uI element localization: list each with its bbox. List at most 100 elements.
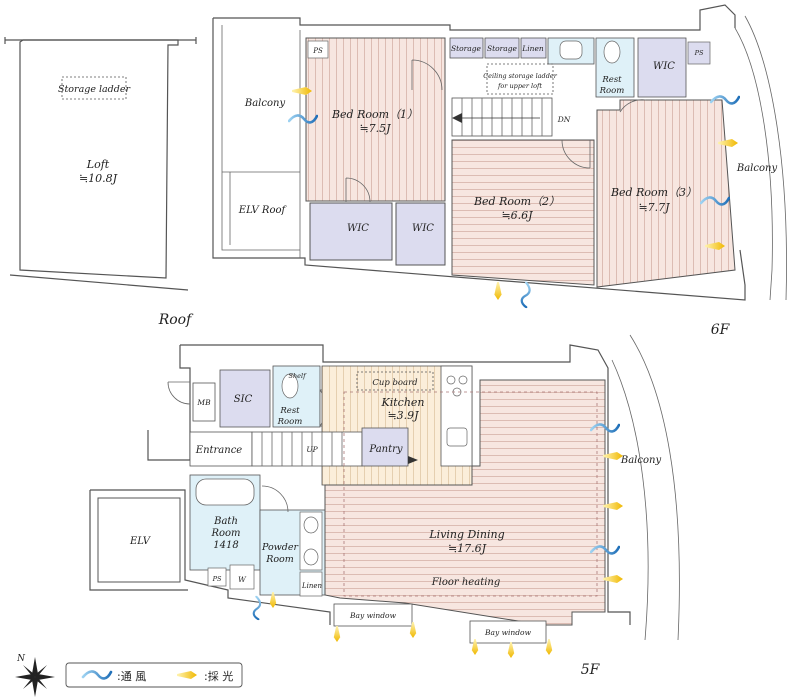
floor-heating-area (343, 391, 598, 597)
fifth-floor-plan: ELV MB SIC Shelf Rest Room R Cup board K… (89, 334, 680, 678)
compass-icon (15, 657, 55, 697)
bedroom2-wind (519, 281, 533, 309)
ps-right-box (687, 41, 711, 65)
bay-window-right-label: Bay window (484, 628, 532, 637)
legend-box (65, 662, 243, 688)
light-arrow (603, 575, 623, 583)
wic-left-label: WIC (347, 223, 369, 234)
rest-room-6f-label2: Room (599, 86, 625, 96)
linen-box (520, 37, 547, 59)
ps-5f-box (207, 567, 227, 587)
w-label: W (238, 575, 247, 584)
ps-right-label: PS (694, 49, 704, 57)
dn-label: DN (557, 115, 571, 124)
bedroom2-size: ≒6.6J (501, 209, 533, 222)
sixth-floor-plan: PS Bed Room（1） ≒7.5J Balcony ELV Roof WI… (212, 4, 787, 338)
rest-room-5f-label2: Room (277, 417, 303, 427)
floor-heating-label: Floor heating (431, 577, 501, 588)
sixth-caption: 6F (711, 322, 731, 338)
ceiling-ladder-label2: for upper loft (497, 82, 542, 90)
powder-label1: Powder (261, 542, 300, 553)
mb-box (192, 382, 216, 422)
light-arrow (603, 502, 623, 510)
fifth-caption: 5F (581, 662, 601, 678)
living-label: Living Dining (428, 528, 504, 541)
up-label: UP (306, 445, 318, 454)
linen-6f-label: Linen (521, 44, 544, 53)
bedroom2-label: Bed Room（2） (473, 195, 560, 208)
cup-board-box (356, 371, 434, 391)
bedroom2-arrows (494, 282, 502, 300)
balcony-5f-label: Balcony (620, 455, 662, 466)
shelf-label: Shelf (289, 372, 308, 380)
ps-5f-label: PS (212, 575, 222, 583)
wic-mid-room (395, 202, 446, 266)
roof-plan: Storage ladder Loft ≒10.8J Roof (4, 37, 197, 328)
pantry-room (361, 427, 409, 467)
elv-roof-label: ELV Roof (238, 205, 288, 216)
bay-window-right (469, 620, 547, 644)
bay-light-left (333, 626, 341, 642)
roof-caption: Roof (158, 312, 194, 328)
loft-label: Loft (86, 158, 110, 171)
storage-b-label: Storage (487, 44, 518, 53)
bath-label1: Bath (213, 516, 238, 527)
wic-left-room (309, 202, 393, 261)
legend: N :通 風 :採 光 (15, 654, 243, 697)
linen-5f-box (299, 571, 323, 597)
daylight-label: :採 光 (204, 669, 233, 683)
balcony-left-6f-label: Balcony (244, 98, 286, 109)
storage-ladder-label: Storage ladder (58, 84, 131, 95)
living-dining-room (324, 379, 606, 626)
mb-label: MB (196, 398, 211, 407)
pantry-label: Pantry (368, 444, 402, 455)
powder-wind (251, 595, 263, 621)
cup-board-label: Cup board (372, 378, 418, 388)
bay-light-right2 (507, 642, 515, 658)
storage-b-box (484, 37, 520, 59)
bedroom1-size: ≒7.5J (359, 122, 391, 135)
loft-room (19, 39, 179, 279)
bedroom2-room (451, 139, 595, 286)
ps-left-label: PS (312, 47, 323, 55)
north-label: N (16, 654, 26, 664)
bath-label2: Room (210, 528, 240, 539)
bedroom3-label: Bed Room（3） (610, 186, 697, 199)
loft-size: ≒10.8J (79, 172, 118, 185)
stair-5f (251, 431, 363, 467)
entrance-label: Entrance (195, 445, 243, 456)
wic-right-room (637, 37, 687, 98)
entrance-area (189, 431, 253, 467)
bath-label3: 1418 (213, 540, 238, 551)
linen-5f-label: Linen (301, 582, 323, 590)
sic-room (219, 369, 271, 428)
storage-a-label: Storage (451, 44, 482, 53)
bedroom3-room (596, 99, 736, 288)
ceiling-ladder-label1: Ceiling storage ladder (483, 72, 558, 80)
elv-label: ELV (129, 536, 152, 547)
bay-window-left-label: Bay window (349, 611, 397, 620)
bedroom1-label: Bed Room（1） (331, 108, 418, 121)
ventilation-label: :通 風 (117, 670, 146, 683)
ps-left-box (307, 40, 329, 59)
storage-ladder-box (61, 76, 127, 100)
bay-light-right3 (545, 639, 553, 655)
sic-label: SIC (234, 394, 253, 405)
kitchen-size: ≒3.9J (387, 409, 419, 422)
rest-room-5f (272, 365, 321, 428)
balcony-right-6f-label: Balcony (736, 163, 778, 174)
living-size: ≒17.6J (448, 542, 487, 555)
ceiling-ladder-box (486, 63, 554, 95)
wic-right-label: WIC (653, 61, 675, 72)
bedroom3-size: ≒7.7J (638, 201, 670, 214)
kitchen-label: Kitchen (381, 396, 425, 409)
rest-room-6f-label1: Rest (601, 75, 622, 85)
rest-room-5f-label1: Rest (279, 406, 300, 416)
stair-6f (451, 97, 553, 137)
bay-window-left (333, 603, 413, 627)
kitchen-counter (440, 365, 473, 467)
powder-label2: Room (265, 554, 294, 565)
w-box (229, 564, 255, 590)
elv-shaft (97, 497, 181, 583)
